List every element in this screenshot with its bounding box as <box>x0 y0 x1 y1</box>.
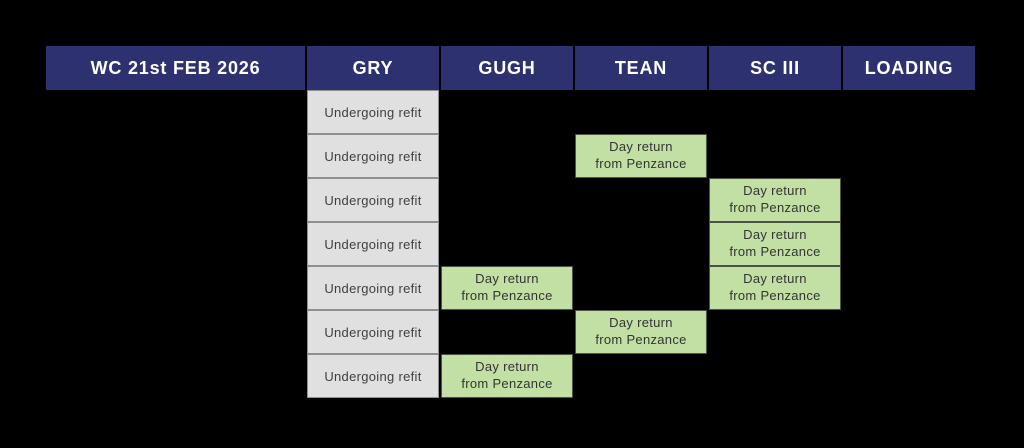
schedule-cell-gry: Undergoing refit <box>307 354 439 398</box>
schedule-cell-tean-empty <box>575 266 707 310</box>
schedule-cell-loading-empty <box>843 222 975 266</box>
schedule-cell-tean: Day return from Penzance <box>575 134 707 178</box>
schedule-cell-gry: Undergoing refit <box>307 222 439 266</box>
schedule-cell-gry: Undergoing refit <box>307 310 439 354</box>
schedule-cell-loading-empty <box>843 310 975 354</box>
column-header-gugh: GUGH <box>441 46 573 90</box>
schedule-cell-gugh-empty <box>441 222 573 266</box>
schedule-cell-loading-empty <box>843 90 975 134</box>
column-header-gry: GRY <box>307 46 439 90</box>
schedule-cell-sciii: Day return from Penzance <box>709 266 841 310</box>
schedule-cell-tean-empty <box>575 90 707 134</box>
schedule-cell-sciii-empty <box>709 310 841 354</box>
schedule-cell-sciii-empty <box>709 90 841 134</box>
schedule-cell-sciii-empty <box>709 134 841 178</box>
week-label-header: WC 21st FEB 2026 <box>46 46 305 90</box>
schedule-cell-gugh: Day return from Penzance <box>441 266 573 310</box>
column-header-loading: LOADING <box>843 46 975 90</box>
schedule-cell-gry: Undergoing refit <box>307 266 439 310</box>
schedule-cell-tean-empty <box>575 354 707 398</box>
schedule-cell-gugh-empty <box>441 178 573 222</box>
day-label-cell <box>46 354 305 398</box>
day-label-cell <box>46 134 305 178</box>
column-header-tean: TEAN <box>575 46 707 90</box>
schedule-cell-loading-empty <box>843 178 975 222</box>
schedule-cell-gry: Undergoing refit <box>307 178 439 222</box>
schedule-cell-gry: Undergoing refit <box>307 134 439 178</box>
schedule-cell-sciii-empty <box>709 354 841 398</box>
column-header-sciii: SC III <box>709 46 841 90</box>
schedule-cell-sciii: Day return from Penzance <box>709 178 841 222</box>
schedule-cell-sciii: Day return from Penzance <box>709 222 841 266</box>
schedule-cell-tean: Day return from Penzance <box>575 310 707 354</box>
schedule-cell-loading-empty <box>843 134 975 178</box>
schedule-cell-loading-empty <box>843 354 975 398</box>
schedule-cell-gugh: Day return from Penzance <box>441 354 573 398</box>
day-label-cell <box>46 266 305 310</box>
day-label-cell <box>46 90 305 134</box>
weekly-schedule-table: WC 21st FEB 2026 GRY GUGH TEAN SC III LO… <box>46 46 975 398</box>
schedule-cell-gugh-empty <box>441 310 573 354</box>
day-label-cell <box>46 178 305 222</box>
day-label-cell <box>46 310 305 354</box>
schedule-cell-tean-empty <box>575 178 707 222</box>
schedule-cell-tean-empty <box>575 222 707 266</box>
day-label-cell <box>46 222 305 266</box>
schedule-cell-gry: Undergoing refit <box>307 90 439 134</box>
schedule-cell-gugh-empty <box>441 90 573 134</box>
schedule-cell-loading-empty <box>843 266 975 310</box>
schedule-cell-gugh-empty <box>441 134 573 178</box>
